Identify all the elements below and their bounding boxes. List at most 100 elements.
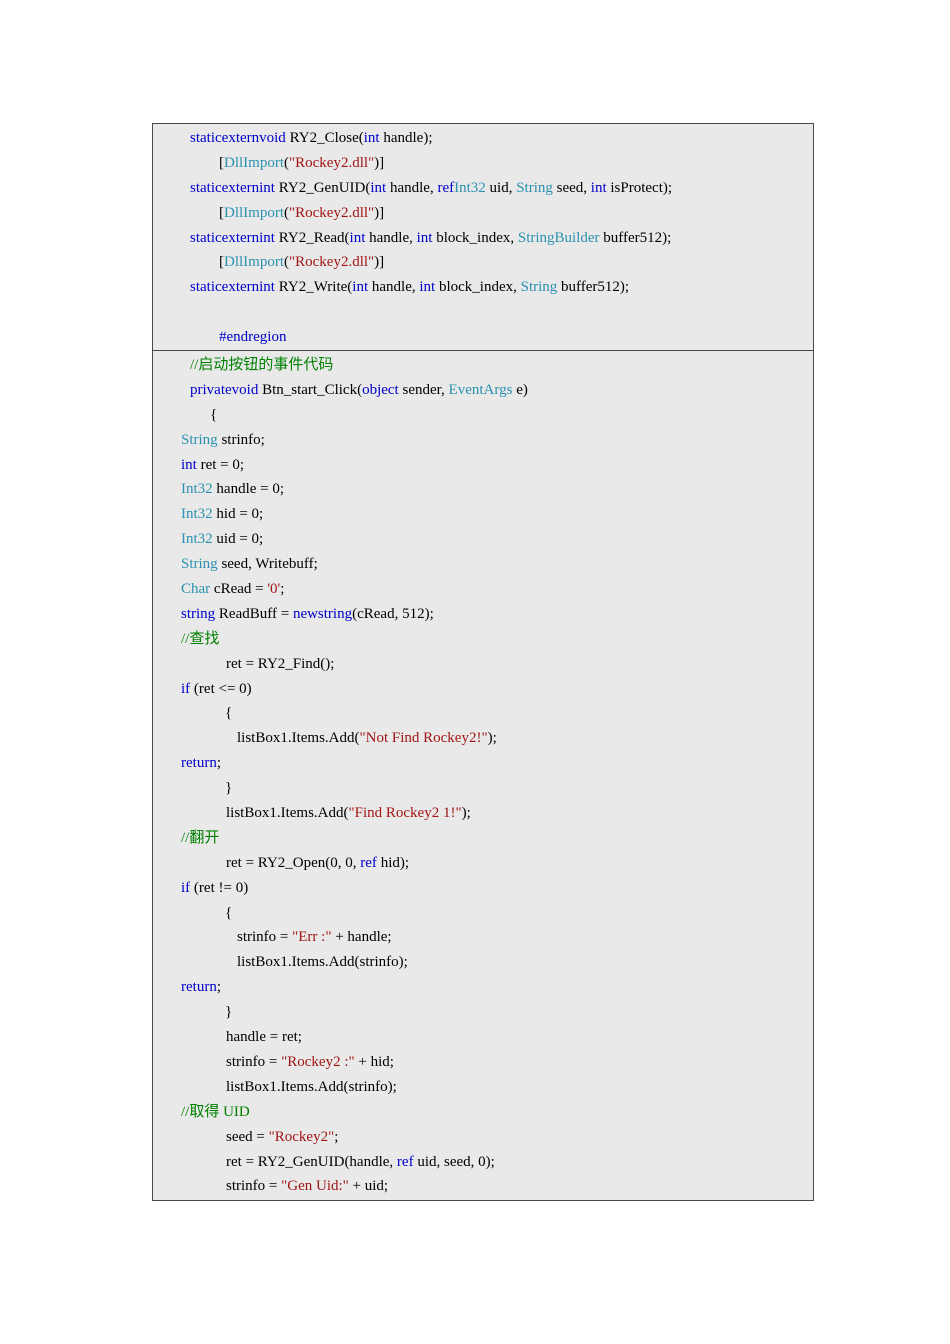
code-token-str: "Err :" <box>292 929 332 946</box>
code-token-ty: DllImport <box>224 204 284 221</box>
code-token-pl: ( <box>284 204 289 221</box>
code-line: listBox1.Items.Add("Find Rockey2 1!"); <box>181 801 805 826</box>
code-token-com: //翻开 <box>181 829 220 846</box>
code-section-button-click-handler: //启动按钮的事件代码 privatevoid Btn_start_Click(o… <box>153 351 813 1200</box>
code-line: Int32 handle = 0; <box>181 477 805 502</box>
code-token-pl: hid); <box>376 854 410 871</box>
code-token-pl: ); <box>487 730 497 747</box>
code-token-ty: Char <box>181 581 211 598</box>
code-token-pl: RY2_Read( <box>274 229 350 246</box>
code-line: [DllImport("Rockey2.dll")] <box>181 250 805 275</box>
code-token-kw: staticexternint <box>190 279 275 296</box>
code-token-pl: buffer512); <box>599 229 672 246</box>
code-line: ret = RY2_Find(); <box>181 652 805 677</box>
code-token-pl: listBox1.Items.Add( <box>226 805 349 822</box>
code-token-kw: ref <box>360 854 377 871</box>
code-line: return; <box>181 975 805 1000</box>
code-token-pl: ; <box>280 581 285 598</box>
code-token-pl: (ret <= 0) <box>190 680 252 697</box>
code-token-pl: ; <box>216 755 221 772</box>
code-token-kw: ref <box>396 1153 414 1170</box>
code-token-pl: ret = RY2_GenUID(handle, <box>226 1153 397 1170</box>
code-token-pl: block_index, <box>435 279 521 296</box>
code-token-str: "Rockey2 :" <box>281 1053 355 1070</box>
code-token-kw: int <box>590 179 607 196</box>
code-line: staticexternint RY2_Write(int handle, in… <box>181 275 805 300</box>
code-token-pl: RY2_Close( <box>285 130 364 146</box>
code-token-pl: ReadBuff = <box>215 605 293 622</box>
code-line <box>181 300 805 325</box>
code-line: Char cRead = '0'; <box>181 577 805 602</box>
code-line: [DllImport("Rockey2.dll")] <box>181 151 805 176</box>
code-line: string ReadBuff = newstring(cRead, 512); <box>181 602 805 627</box>
code-token-pl: cRead = <box>210 581 268 598</box>
code-token-pl: handle, <box>365 229 417 246</box>
code-token-pl: ; <box>216 979 221 996</box>
code-token-pl: listBox1.Items.Add(strinfo); <box>237 954 408 971</box>
code-token-pl: seed = <box>226 1128 269 1145</box>
code-token-kw: return <box>181 755 217 772</box>
code-token-pl: RY2_Write( <box>274 279 353 296</box>
code-token-ty: String <box>520 279 558 296</box>
code-line: staticexternvoid RY2_Close(int handle); <box>181 126 805 151</box>
code-line: return; <box>181 751 805 776</box>
code-token-pl: strinfo; <box>217 431 265 448</box>
code-token-kw: staticexternvoid <box>190 130 286 146</box>
code-line: strinfo = "Rockey2 :" + hid; <box>181 1050 805 1075</box>
code-line: #endregion <box>181 325 805 350</box>
code-token-pl: listBox1.Items.Add(strinfo); <box>226 1078 397 1095</box>
code-token-pl: strinfo = <box>226 1053 282 1070</box>
code-token-kw: if <box>181 680 191 697</box>
code-token-kw: string <box>181 605 216 622</box>
code-token-kw: privatevoid <box>190 381 259 398</box>
code-token-kw: newstring <box>292 605 353 622</box>
code-token-pl: )] <box>374 154 385 171</box>
code-line: //查找 <box>181 627 805 652</box>
code-token-pl: } <box>225 780 233 797</box>
code-token-pl: e) <box>512 381 528 398</box>
code-token-pl: strinfo = <box>226 1178 282 1195</box>
code-line: Int32 hid = 0; <box>181 502 805 527</box>
code-token-pl: + hid; <box>354 1053 394 1070</box>
code-token-kw: if <box>181 879 191 896</box>
code-token-str: "Not Find Rockey2!" <box>359 730 488 747</box>
code-line: ret = RY2_Open(0, 0, ref hid); <box>181 851 805 876</box>
code-token-pl: ( <box>284 254 289 271</box>
code-line: } <box>181 1000 805 1025</box>
code-token-kw: int <box>181 456 197 473</box>
code-token-pl: uid, seed, 0); <box>413 1153 495 1170</box>
code-token-kw: #endregion <box>219 329 287 346</box>
code-line: //翻开 <box>181 826 805 851</box>
code-token-ty: DllImport <box>224 254 284 271</box>
code-token-pl: Btn_start_Click( <box>258 381 363 398</box>
code-line: { <box>181 901 805 926</box>
code-token-ty: Int32 <box>181 481 213 498</box>
code-token-ty: String <box>516 179 553 196</box>
code-token-pl: )] <box>374 204 385 221</box>
code-token-str: "Rockey2.dll" <box>289 204 375 221</box>
code-line: String strinfo; <box>181 428 805 453</box>
code-token-str: "Rockey2.dll" <box>289 154 375 171</box>
code-line: if (ret != 0) <box>181 876 805 901</box>
code-token-pl: ret = RY2_Open(0, 0, <box>226 854 361 871</box>
code-token-pl: listBox1.Items.Add( <box>237 730 360 747</box>
code-token-kw: ref <box>437 179 455 196</box>
code-line: strinfo = "Err :" + handle; <box>181 925 805 950</box>
code-token-kw: object <box>362 381 399 398</box>
code-line: seed = "Rockey2"; <box>181 1125 805 1150</box>
code-line: } <box>181 776 805 801</box>
code-token-pl: { <box>225 904 233 921</box>
code-token-ty: EventArgs <box>448 381 513 398</box>
code-token-kw: int <box>416 229 433 246</box>
code-line: listBox1.Items.Add(strinfo); <box>181 950 805 975</box>
code-line: [DllImport("Rockey2.dll")] <box>181 201 805 226</box>
code-token-com: //启动按钮的事件代码 <box>190 357 334 373</box>
code-token-pl: )] <box>374 254 385 271</box>
code-token-pl: + handle; <box>331 929 392 946</box>
code-token-pl: seed, <box>552 179 591 196</box>
code-line: staticexternint RY2_Read(int handle, int… <box>181 226 805 251</box>
code-line: int ret = 0; <box>181 453 805 478</box>
code-line: ret = RY2_GenUID(handle, ref uid, seed, … <box>181 1150 805 1175</box>
code-token-pl: [ <box>219 154 224 171</box>
code-line: handle = ret; <box>181 1025 805 1050</box>
